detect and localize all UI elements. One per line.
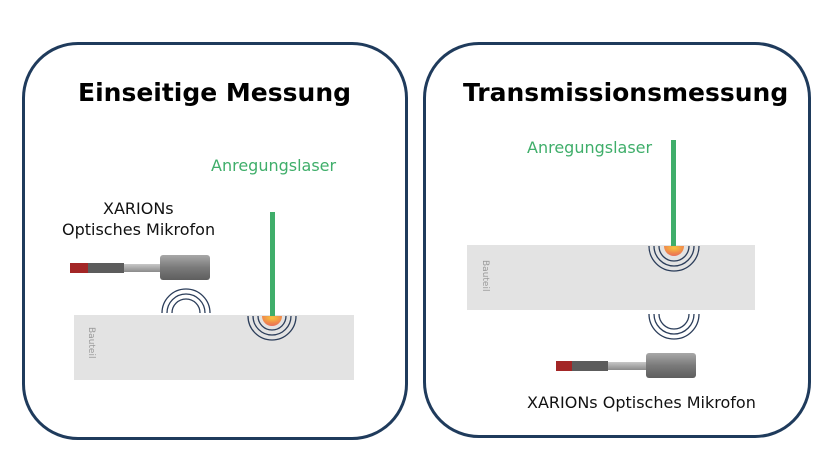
- left-impact-waves: [247, 315, 297, 341]
- left-mic-label-line2: Optisches Mikrofon: [62, 220, 216, 239]
- panel-transmission: [423, 42, 811, 438]
- left-mic-label-line1: XARIONs: [103, 199, 174, 218]
- left-laser-label: Anregungslaser: [211, 156, 337, 175]
- left-laser-beam: [270, 212, 275, 316]
- left-hotspot: [262, 316, 282, 326]
- right-transmitted-waves: [648, 313, 700, 340]
- right-optical-microphone-icon: [556, 353, 696, 378]
- right-impact-waves: [648, 245, 700, 272]
- left-airborne-waves: [161, 288, 211, 314]
- left-component: [74, 315, 354, 380]
- right-panel-title: Transmissionsmessung: [463, 78, 789, 107]
- left-optical-microphone-icon: [70, 255, 210, 280]
- right-laser-beam: [671, 140, 676, 246]
- right-component: [467, 245, 755, 310]
- right-hotspot: [664, 246, 684, 256]
- right-mic-label: XARIONs Optisches Mikrofon: [527, 393, 756, 412]
- right-laser-label: Anregungslaser: [527, 138, 653, 157]
- left-panel-title: Einseitige Messung: [78, 78, 352, 107]
